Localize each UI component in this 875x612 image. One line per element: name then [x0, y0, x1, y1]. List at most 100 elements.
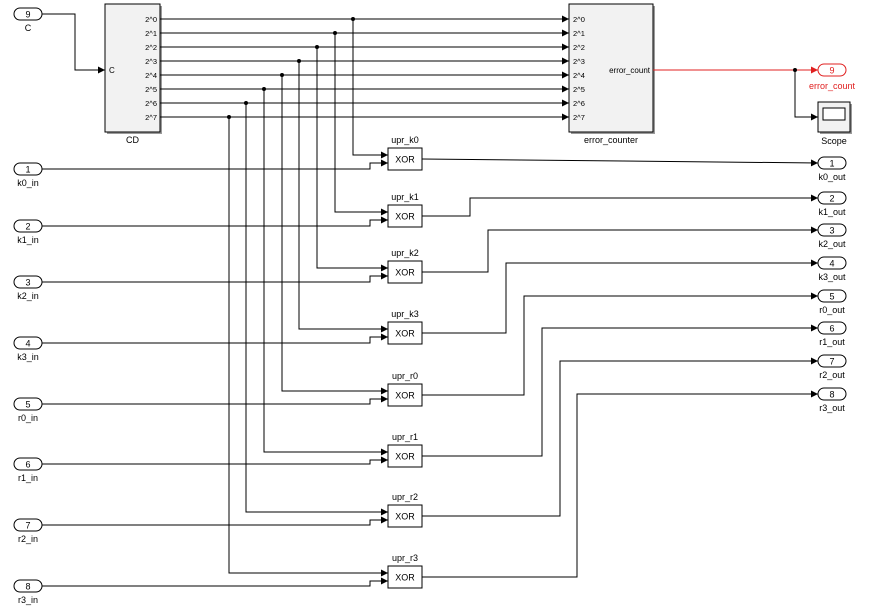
cd-block-name: CD: [126, 135, 139, 145]
wire-xor-to-out-3[interactable]: [422, 259, 818, 334]
wire-tap-to-xor-4[interactable]: [281, 75, 388, 395]
outport-label: r0_out: [819, 305, 845, 315]
xor-operator-label: XOR: [395, 512, 415, 522]
inport-label: k0_in: [17, 178, 39, 188]
wire-in-to-xor-4[interactable]: [42, 395, 388, 405]
cd-input-port-label: C: [109, 66, 115, 75]
xor-block-name: upr_r1: [392, 432, 418, 442]
wire-in-to-xor-5[interactable]: [42, 456, 388, 465]
cd-output-port-label: 2^6: [145, 99, 157, 108]
wire-in-to-xor-6[interactable]: [42, 516, 388, 526]
wire-xor-to-out-6[interactable]: [422, 357, 818, 517]
wire-xor-to-out-1[interactable]: [422, 194, 818, 217]
inport-k3_in-number: 4: [25, 339, 30, 349]
outport-label: k0_out: [818, 172, 846, 182]
outport-r2_out-number: 7: [829, 357, 834, 367]
xor-operator-label: XOR: [395, 268, 415, 278]
outport-label: k2_out: [818, 239, 846, 249]
outport-error-count-number: 9: [829, 66, 834, 76]
inport-label: k2_in: [17, 291, 39, 301]
wire-in-to-xor-2[interactable]: [42, 272, 388, 283]
error-counter-output-port-label: error_count: [609, 66, 651, 75]
error-counter-input-port-label: 2^5: [573, 85, 585, 94]
wire-tap-to-xor-0[interactable]: [352, 19, 388, 159]
wire-xor-to-out-4[interactable]: [422, 292, 818, 396]
xor-operator-label: XOR: [395, 573, 415, 583]
error-counter-block-name: error_counter: [584, 135, 638, 145]
wire-xor-to-out-2[interactable]: [422, 226, 818, 273]
inport-label: k3_in: [17, 352, 39, 362]
inport-label: r2_in: [18, 534, 38, 544]
cd-block[interactable]: [104, 3, 161, 133]
error-counter-input-port-label: 2^1: [573, 29, 585, 38]
xor-operator-label: XOR: [395, 452, 415, 462]
wire-in-to-xor-0[interactable]: [42, 159, 388, 170]
wire-tap-to-xor-7[interactable]: [228, 117, 388, 577]
outport-error-count-label: error_count: [809, 81, 856, 91]
xor-operator-label: XOR: [395, 155, 415, 165]
wire-in-to-xor-7[interactable]: [42, 577, 388, 587]
inport-r3_in-number: 8: [25, 582, 30, 592]
xor-block-name: upr_r0: [392, 371, 418, 381]
outport-error-count[interactable]: [817, 63, 847, 77]
wire-xor-to-out-7[interactable]: [422, 390, 818, 578]
inport-r1_in-number: 6: [25, 460, 30, 470]
xor-block-name: upr_k0: [391, 135, 419, 145]
xor-block-name: upr_r3: [392, 553, 418, 563]
wire-tap-to-xor-3[interactable]: [298, 61, 388, 333]
error-counter-input-port-label: 2^7: [573, 113, 585, 122]
outport-label: r3_out: [819, 403, 845, 413]
wire-error-count-to-scope[interactable]: [794, 70, 818, 121]
wire-in-to-xor-3[interactable]: [42, 333, 388, 344]
xor-block-name: upr_k3: [391, 309, 419, 319]
xor-block-name: upr_r2: [392, 492, 418, 502]
cd-output-port-label: 2^5: [145, 85, 157, 94]
outport-k0_out-number: 1: [829, 159, 834, 169]
xor-operator-label: XOR: [395, 212, 415, 222]
outport-k2_out-number: 3: [829, 226, 834, 236]
error-counter-input-port-label: 2^2: [573, 43, 585, 52]
cd-output-port-label: 2^2: [145, 43, 157, 52]
outport-label: k3_out: [818, 272, 846, 282]
inport-label: r3_in: [18, 595, 38, 605]
error-counter-input-port-label: 2^6: [573, 99, 585, 108]
wire-c-to-cd[interactable]: [42, 13, 105, 74]
scope-screen-icon: [822, 107, 846, 121]
error-counter-input-port-label: 2^0: [573, 15, 585, 24]
wire-tap-to-xor-5[interactable]: [263, 89, 388, 456]
outport-k1_out-number: 2: [829, 194, 834, 204]
cd-output-port-label: 2^4: [145, 71, 157, 80]
cd-output-port-label: 2^0: [145, 15, 157, 24]
cd-output-port-label: 2^3: [145, 57, 157, 66]
scope-label: Scope: [821, 136, 847, 146]
inport-k0_in-number: 1: [25, 165, 30, 175]
wire-xor-to-out-0[interactable]: [421, 158, 819, 167]
xor-operator-label: XOR: [395, 391, 415, 401]
outport-r0_out-number: 5: [829, 292, 834, 302]
cd-output-port-label: 2^7: [145, 113, 157, 122]
outport-r3_out-number: 8: [829, 390, 834, 400]
error-counter-input-port-label: 2^3: [573, 57, 585, 66]
outport-r1_out-number: 6: [829, 324, 834, 334]
inport-c-number: 9: [25, 10, 30, 20]
wire-tap-to-xor-1[interactable]: [334, 33, 388, 216]
outport-label: r1_out: [819, 337, 845, 347]
inport-c-label: C: [25, 23, 32, 33]
error-counter-input-port-label: 2^4: [573, 71, 585, 80]
cd-output-port-label: 2^1: [145, 29, 157, 38]
wire-tap-to-xor-6[interactable]: [245, 103, 388, 516]
wire-tap-to-xor-2[interactable]: [316, 47, 388, 272]
outport-k3_out-number: 4: [829, 259, 834, 269]
wire-in-to-xor-1[interactable]: [42, 216, 388, 227]
inport-r0_in-number: 5: [25, 400, 30, 410]
outport-label: r2_out: [819, 370, 845, 380]
error-counter-block[interactable]: [568, 3, 654, 133]
xor-operator-label: XOR: [395, 329, 415, 339]
inport-label: k1_in: [17, 235, 39, 245]
inport-label: r1_in: [18, 473, 38, 483]
inport-r2_in-number: 7: [25, 521, 30, 531]
wire-xor-to-out-5[interactable]: [422, 324, 818, 457]
xor-block-name: upr_k2: [391, 248, 419, 258]
